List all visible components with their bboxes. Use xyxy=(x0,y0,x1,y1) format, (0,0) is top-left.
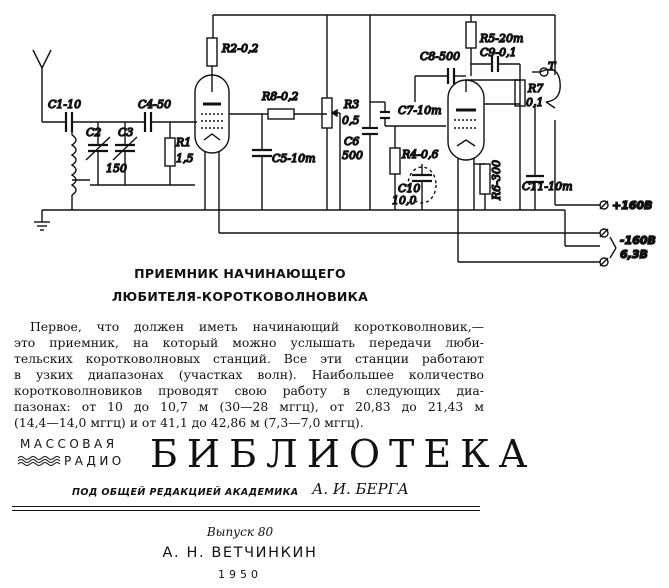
label-c10: C10 xyxy=(398,182,420,195)
label-c10-value: 10,0 xyxy=(392,194,417,207)
capacitor-c5 xyxy=(252,114,272,210)
label-r1-value: 1,5 xyxy=(176,152,194,165)
resistor-r1 xyxy=(150,122,195,186)
label-r1: R1 xyxy=(175,136,191,149)
vacuum-tube-2 xyxy=(447,79,600,263)
variable-capacitor-c3 xyxy=(112,122,138,185)
label-c7: C7-10m xyxy=(398,104,442,117)
label-phones: T xyxy=(548,60,557,73)
article-title-line-2: ЛЮБИТЕЛЯ-КОРОТКОВОЛНОВИКА xyxy=(111,289,369,304)
editor-name: А. И. БЕРГА xyxy=(312,480,409,498)
resistor-r5 xyxy=(465,15,477,76)
body-line: Первое, что должен иметь начинающий коро… xyxy=(30,319,484,334)
body-line: это приемник, на который можно услышать … xyxy=(14,335,484,350)
resistor-r8 xyxy=(262,108,327,120)
variable-capacitor-c2 xyxy=(85,122,150,186)
label-r5: R5-20m xyxy=(479,32,523,45)
library-title: БИБЛИОТЕКА xyxy=(150,432,537,476)
capacitor-c4 xyxy=(143,112,197,132)
divider-rule xyxy=(12,510,480,511)
label-c23-value: 150 xyxy=(106,162,127,175)
label-r3: R3 xyxy=(343,98,359,111)
label-c4: C4-50 xyxy=(138,98,171,111)
body-line: пазонах: от 10 до 10,7 м (30—28 мггц), о… xyxy=(14,399,484,414)
antenna-symbol xyxy=(32,49,52,122)
label-r4: R4-0,6 xyxy=(401,148,439,161)
series-name-word-2: РАДИО xyxy=(64,454,125,468)
body-line: коротковолновиков проводят свою работу в… xyxy=(14,383,484,398)
label-c5: C5-10m xyxy=(272,152,316,165)
label-r7-value: 0,1 xyxy=(526,96,544,109)
capacitor-c8 xyxy=(414,68,466,102)
editor-credit-prefix: ПОД ОБЩЕЙ РЕДАКЦИЕЙ АКАДЕМИКА xyxy=(72,487,299,498)
label-minus-supply: -160В xyxy=(620,234,656,247)
body-line: (14,4—14,0 мггц) и от 41,1 до 42,86 м (7… xyxy=(14,415,364,430)
b-plus-bus xyxy=(212,14,600,206)
label-c9: C9-0,1 xyxy=(480,46,517,59)
ground-bus xyxy=(34,209,565,231)
issue-number: Выпуск 80 xyxy=(206,525,274,539)
receiver-schematic-diagram: C1-10 C4-50 C2 C3 150 R1 1,5 R2-0,2 R8-0… xyxy=(32,14,657,267)
capacitor-c11 xyxy=(526,104,544,210)
label-c3: C3 xyxy=(118,126,133,139)
series-name-word-1: МАССОВАЯ xyxy=(20,437,118,451)
label-c11: C11-10m xyxy=(522,180,573,193)
capacitor-c6 xyxy=(362,15,378,210)
article-title-line-1: ПРИЕМНИК НАЧИНАЮЩЕГО xyxy=(134,266,346,281)
author-name: А. Н. ВЕТЧИНКИН xyxy=(162,545,318,561)
resistor-r6 xyxy=(474,163,491,210)
divider-rule xyxy=(12,506,480,507)
capacitor-c9 xyxy=(471,56,521,210)
label-filament-supply: 6,3В xyxy=(620,248,648,261)
tuning-coil xyxy=(70,122,90,210)
body-line: тельских коротковолновых станций. Все эт… xyxy=(14,351,484,366)
label-r8: R8-0,2 xyxy=(261,90,299,103)
vacuum-tube-1 xyxy=(194,74,600,234)
label-r6: R6-300 xyxy=(490,160,503,201)
label-c2: C2 xyxy=(86,126,101,139)
label-c8: C8-500 xyxy=(420,50,460,63)
body-line: в узких диапазонах (участках волн). Наиб… xyxy=(14,367,484,382)
label-c6: C6 xyxy=(344,135,359,148)
resistor-r2 xyxy=(206,37,218,75)
label-plus-supply: +160В xyxy=(612,199,653,212)
resistor-r4 xyxy=(389,126,401,210)
resistor-r7 xyxy=(514,79,526,107)
supply-terminals xyxy=(564,200,617,267)
publication-year: 1950 xyxy=(218,568,262,581)
electrolytic-capacitor-c10 xyxy=(407,164,437,210)
label-c1: C1-10 xyxy=(48,98,81,111)
label-r7: R7 xyxy=(527,82,543,95)
headphones-symbol xyxy=(532,67,561,109)
radio-waves-icon xyxy=(18,456,61,466)
potentiometer-r3 xyxy=(321,15,341,210)
label-r3-value: 0,5 xyxy=(342,114,360,127)
label-r2: R2-0,2 xyxy=(221,42,259,55)
label-c6-value: 500 xyxy=(342,149,363,162)
